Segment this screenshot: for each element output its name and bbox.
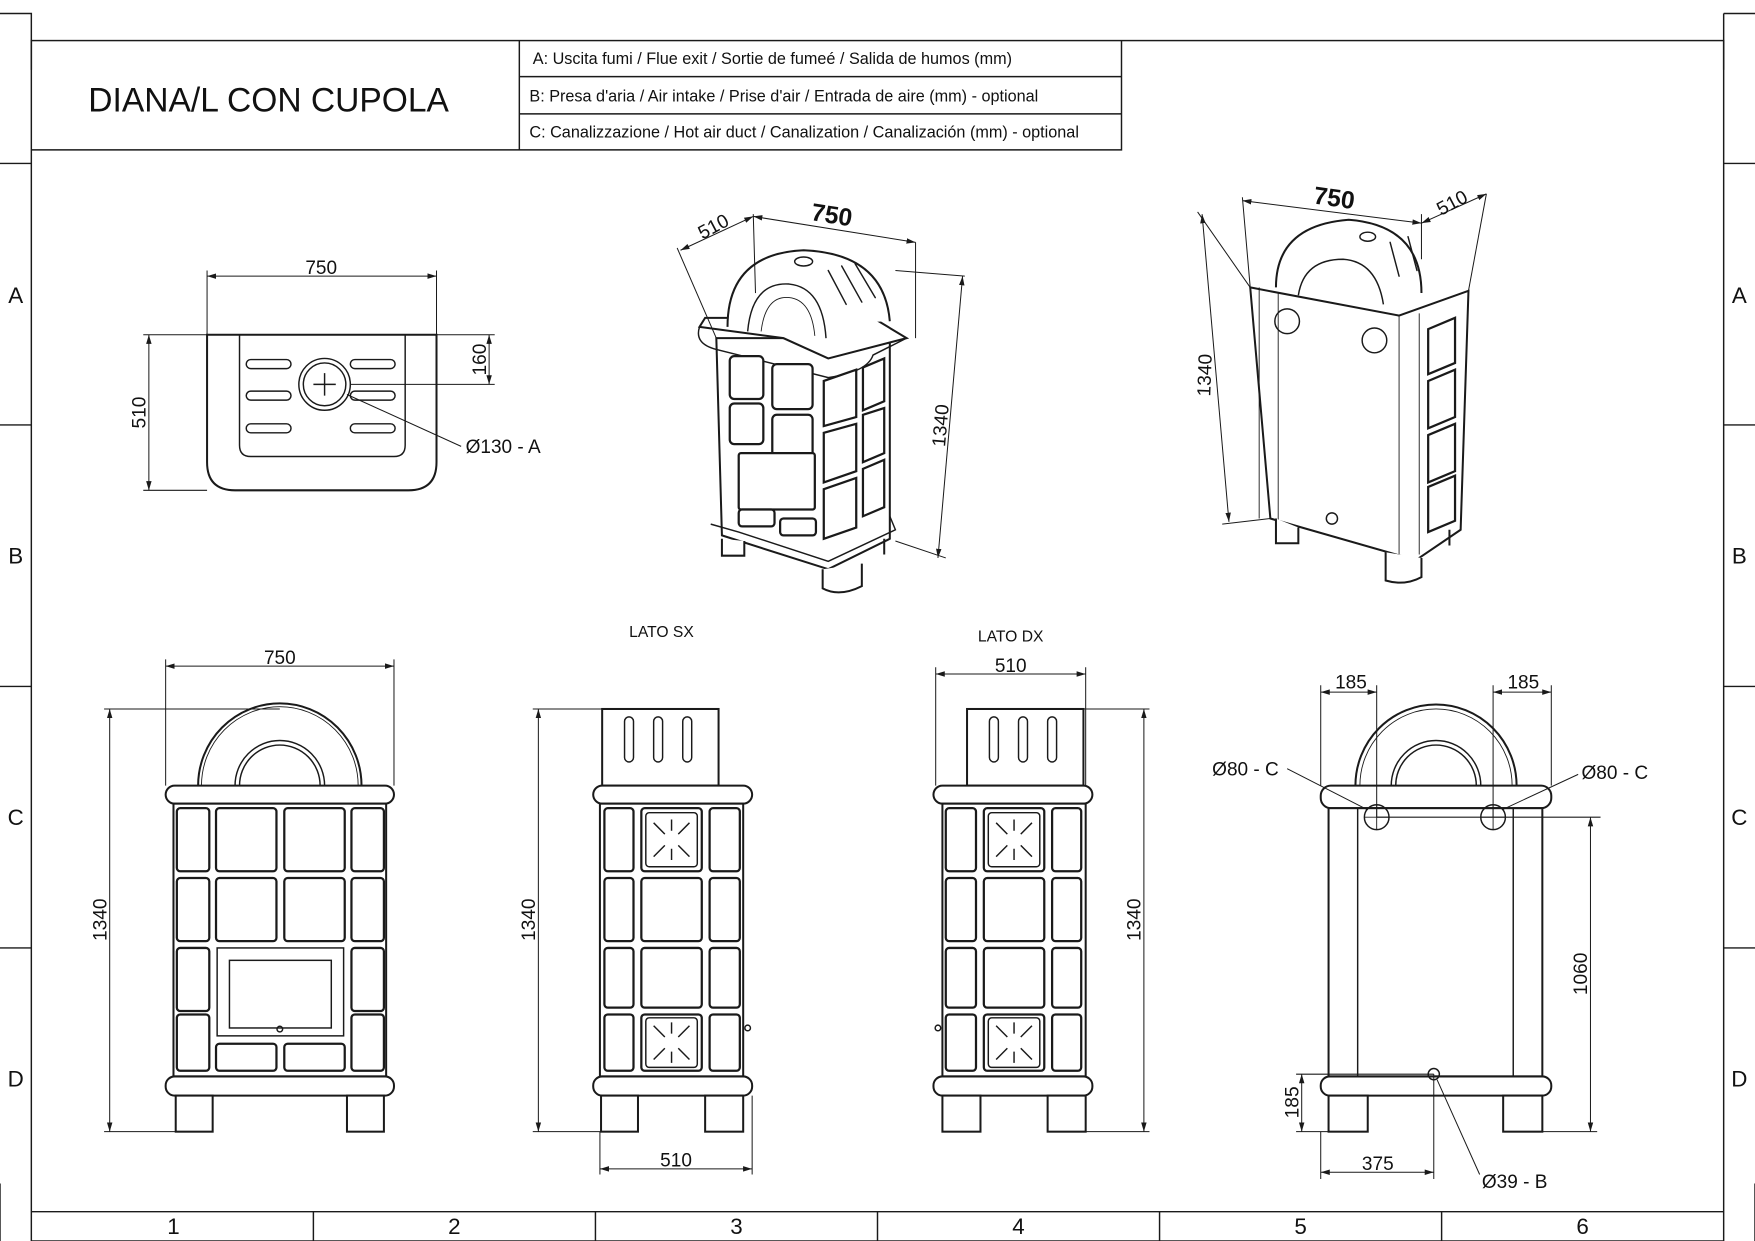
front-height-dim: 1340 <box>90 898 111 941</box>
rear-duct-left-offset-dim: 185 <box>1335 673 1367 694</box>
iso-front-height-dim: 1340 <box>929 403 954 447</box>
legend-a: A: Uscita fumi / Flue exit / Sortie de f… <box>533 50 1012 68</box>
right-side-view: LATO DX 510 1340 <box>932 628 1150 1133</box>
legend-b: B: Presa d'aria / Air intake / Prise d'a… <box>529 87 1038 105</box>
decor-pattern-icon <box>645 811 699 1069</box>
grid-row-c-right: C <box>1731 805 1747 830</box>
duct-height-dim: 1060 <box>1571 953 1592 996</box>
left-side-view: LATO SX 1340 510 <box>519 624 754 1175</box>
iso-rear-height-dim: 1340 <box>1194 353 1216 396</box>
left-depth-dim: 510 <box>660 1151 692 1172</box>
title-block: DIANA/L CON CUPOLA A: Uscita fumi / Flue… <box>31 40 1123 151</box>
top-flue-offset-dim: 160 <box>470 344 491 376</box>
grid-column-6: 6 <box>1576 1214 1588 1239</box>
intake-height-dim: 185 <box>1282 1086 1303 1118</box>
rear-view: 185 185 Ø80 - C Ø80 - C 1060 185 375 Ø39… <box>1212 673 1648 1193</box>
grid-column-2: 2 <box>448 1214 460 1239</box>
duct-right-label: Ø80 - C <box>1582 763 1649 784</box>
right-depth-dim: 510 <box>995 656 1027 677</box>
front-view: 750 1340 <box>90 648 395 1133</box>
grid-row-d-left: D <box>8 1067 24 1092</box>
grid-column-4: 4 <box>1012 1214 1024 1239</box>
iso-rear-view: 750 510 1340 <box>1194 183 1487 584</box>
top-view: 750 510 160 Ø130 - A <box>130 258 541 492</box>
decor-pattern-icon <box>987 811 1041 1069</box>
iso-front-view: 510 750 1340 <box>676 199 965 594</box>
top-width-dim: 750 <box>305 258 337 279</box>
grid-column-5: 5 <box>1294 1214 1306 1239</box>
flue-label: Ø130 - A <box>466 437 541 458</box>
grid-column-1: 1 <box>167 1214 179 1239</box>
duct-left-label: Ø80 - C <box>1212 759 1279 780</box>
intake-offset-dim: 375 <box>1362 1154 1394 1175</box>
grid-row-a-right: A <box>1732 283 1747 308</box>
grid-row-d-right: D <box>1731 1067 1747 1092</box>
front-width-dim: 750 <box>264 648 296 669</box>
grid-column-3: 3 <box>730 1214 742 1239</box>
intake-label: Ø39 - B <box>1482 1172 1548 1193</box>
iso-rear-width-dim: 750 <box>1312 183 1356 216</box>
left-height-dim: 1340 <box>519 898 540 941</box>
iso-front-depth-dim: 510 <box>695 211 733 245</box>
iso-front-width-dim: 750 <box>809 199 854 232</box>
top-depth-dim: 510 <box>130 397 151 429</box>
grid-row-c-left: C <box>8 805 24 830</box>
drawing-frame: 1 2 3 4 5 6 A B C D A B C D <box>0 12 1755 1241</box>
drawing-title: DIANA/L CON CUPOLA <box>88 82 449 119</box>
grid-row-a-left: A <box>8 283 23 308</box>
right-height-dim: 1340 <box>1125 898 1146 941</box>
left-side-label: LATO SX <box>629 624 694 641</box>
grid-row-b-right: B <box>1732 544 1747 569</box>
rear-duct-right-offset-dim: 185 <box>1507 673 1539 694</box>
legend-c: C: Canalizzazione / Hot air duct / Canal… <box>529 123 1079 141</box>
grid-row-b-left: B <box>8 544 23 569</box>
right-side-label: LATO DX <box>978 628 1044 645</box>
